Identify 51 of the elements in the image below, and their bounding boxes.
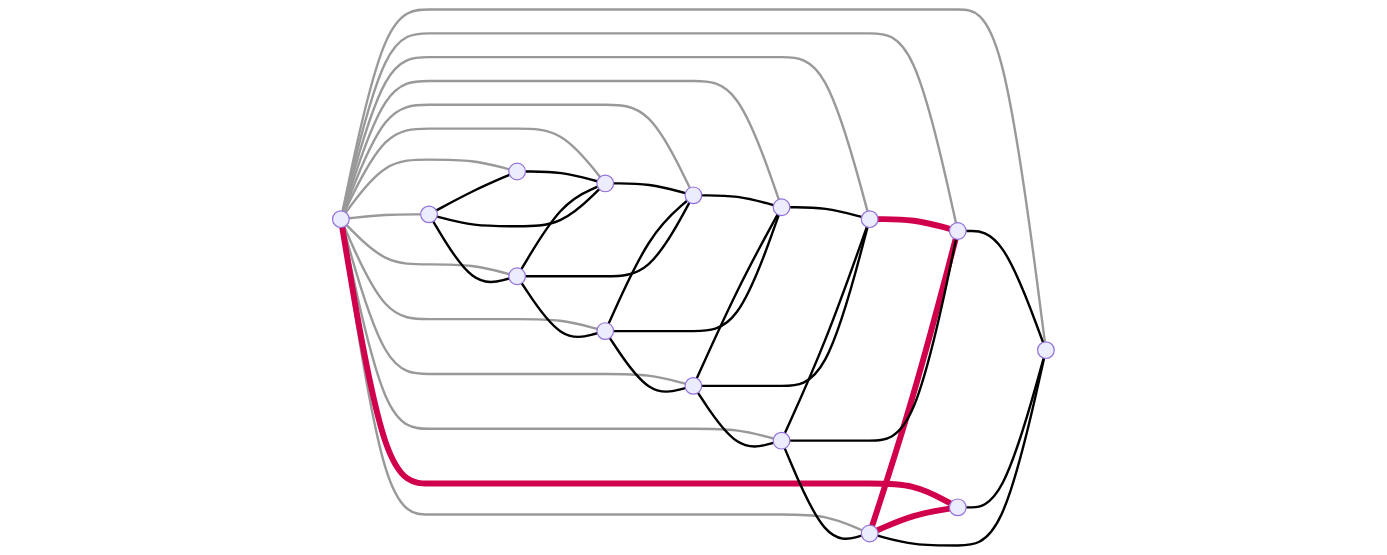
connector (520, 282, 598, 338)
connector (783, 226, 869, 434)
node-circle (860, 524, 879, 543)
connector (789, 238, 958, 442)
connector (608, 337, 686, 393)
connector (342, 79, 780, 212)
connector (341, 8, 1047, 343)
connector (695, 213, 779, 379)
node-circle (948, 498, 967, 517)
node-circle (948, 222, 967, 240)
connector (341, 32, 958, 224)
connector (607, 199, 688, 324)
connector (869, 238, 959, 527)
connector (525, 170, 598, 183)
connector (613, 182, 686, 195)
node-circle (772, 198, 791, 217)
connector (877, 358, 1046, 547)
connector (525, 202, 691, 278)
connector (345, 224, 510, 276)
node-circle (772, 431, 791, 450)
connector (349, 213, 421, 220)
connector (345, 158, 510, 214)
connector (343, 226, 598, 331)
connector (876, 505, 951, 533)
connector (878, 216, 951, 232)
node-circle (596, 174, 615, 193)
connector (966, 357, 1045, 509)
connector (342, 103, 691, 212)
connector (701, 194, 774, 207)
node-circle (508, 267, 527, 286)
node-circle (596, 322, 615, 340)
connector (342, 56, 869, 212)
node-circle (684, 376, 703, 395)
connector (342, 226, 686, 385)
connector (783, 447, 863, 540)
connector (697, 392, 774, 448)
node-circle (860, 210, 879, 229)
node-circle (332, 210, 350, 229)
connector (436, 188, 601, 228)
connector (613, 214, 780, 333)
connector (435, 173, 511, 212)
node-circle (1037, 341, 1055, 360)
node-circle (420, 205, 439, 224)
node-circle (508, 162, 527, 181)
connector (701, 226, 869, 388)
node-circle (684, 186, 703, 205)
connector (343, 127, 602, 213)
connector (520, 185, 599, 270)
connector (432, 220, 510, 284)
connector (339, 226, 952, 506)
connector (966, 229, 1045, 343)
